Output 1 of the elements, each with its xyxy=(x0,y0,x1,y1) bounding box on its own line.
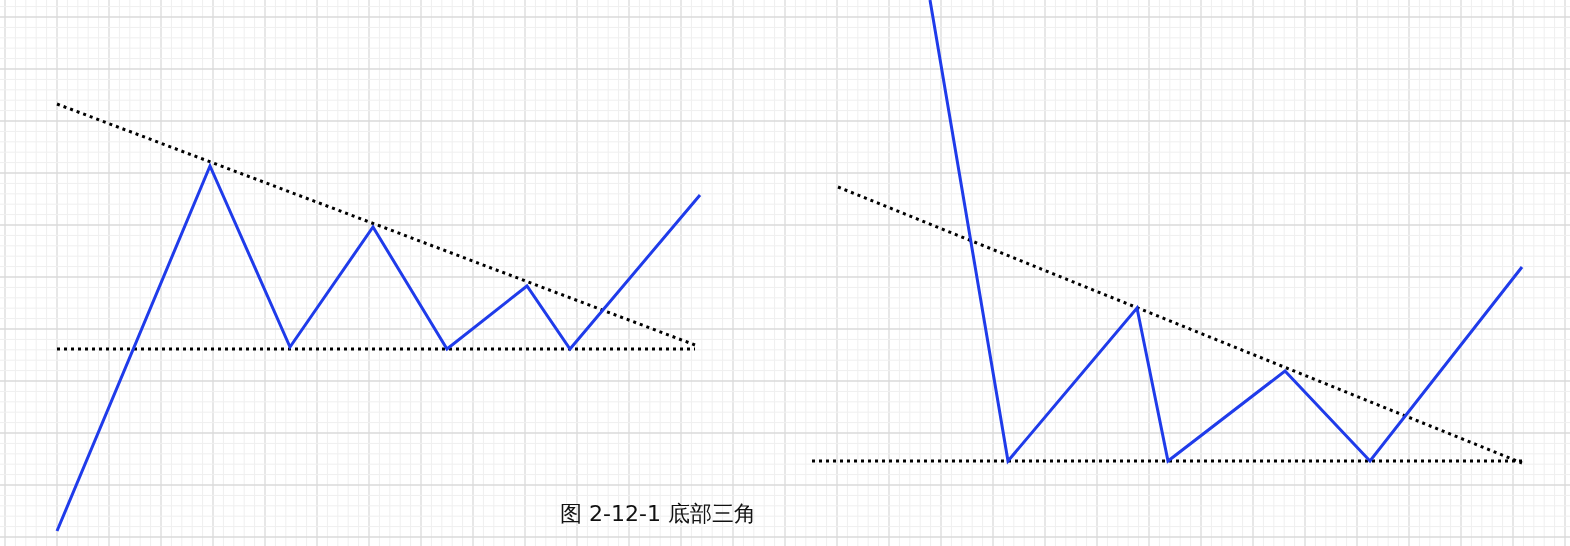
figure-caption: 图 2-12-1 底部三角 xyxy=(560,501,756,526)
